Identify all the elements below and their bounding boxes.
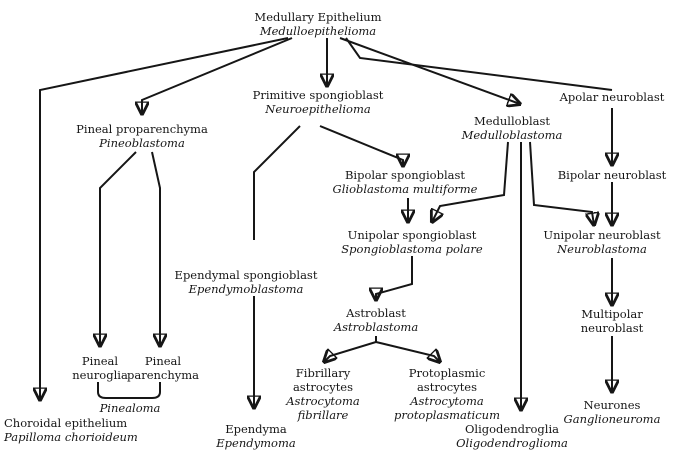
tumor-label: Oligodendroglioma bbox=[456, 436, 568, 450]
tumor-label: Spongioblastoma polare bbox=[341, 242, 483, 256]
node-neurones: Neurones Ganglioneuroma bbox=[564, 398, 661, 426]
cell-label: astrocytes bbox=[292, 380, 354, 394]
node-apolar-neuroblast: Apolar neuroblast bbox=[560, 90, 665, 104]
cell-label: neuroblast bbox=[580, 321, 644, 335]
tumor-label: Ependymoblastoma bbox=[188, 282, 304, 296]
arrow-astroblast-to-protoplasmic bbox=[375, 341, 440, 362]
node-choroidal-epithelium: Choroidal epithelium Papilloma chorioide… bbox=[4, 416, 138, 444]
arrow-medulloblast-to-unipolar-neuro bbox=[529, 141, 594, 225]
tumor-label: Medulloblastoma bbox=[461, 128, 563, 142]
cell-label: Protoplasmic bbox=[408, 366, 486, 380]
arrow-unipolar-spongio-to-astroblast bbox=[376, 256, 413, 300]
node-bipolar-neuroblast: Bipolar neuroblast bbox=[558, 168, 667, 182]
tumor-label: Neuroblastoma bbox=[557, 242, 647, 256]
cell-label: Pineal bbox=[81, 354, 119, 368]
cell-label: Ependyma bbox=[225, 422, 287, 436]
node-astroblast: Astroblast Astroblastoma bbox=[334, 306, 418, 334]
tumor-label: protoplasmaticum bbox=[394, 408, 500, 422]
cell-label: Choroidal epithelium bbox=[4, 416, 128, 430]
cell-label: Unipolar neuroblast bbox=[543, 228, 661, 242]
tumor-label: Ependymoma bbox=[216, 436, 296, 450]
tumor-label: Pineoblastoma bbox=[99, 136, 185, 150]
cell-label: Bipolar neuroblast bbox=[557, 168, 667, 182]
arrow-pineal-prop-to-neuroglia bbox=[100, 151, 137, 346]
cell-label: Neurones bbox=[583, 398, 641, 412]
tumor-label: Glioblastoma multiforme bbox=[332, 182, 478, 196]
cell-label: Bipolar spongioblast bbox=[344, 168, 466, 182]
cell-label: Unipolar spongioblast bbox=[347, 228, 477, 242]
cell-label: Medulloblast bbox=[473, 114, 551, 128]
arrow-medullary-to-medulloblast bbox=[339, 37, 520, 104]
tumor-label: Astrocytoma bbox=[286, 394, 360, 408]
cell-label: Multipolar bbox=[581, 307, 643, 321]
tumor-label: Papilloma chorioideum bbox=[4, 430, 138, 444]
node-pineal-parenchyma: Pineal parenchyma bbox=[127, 354, 199, 382]
arrow-medullary-to-apolar bbox=[345, 37, 613, 91]
node-ependyma: Ependyma Ependymoma bbox=[216, 422, 295, 450]
cell-label: Primitive spongioblast bbox=[252, 88, 384, 102]
node-primitive-spongioblast: Primitive spongioblast Neuroepithelioma bbox=[253, 88, 384, 116]
tumor-label: fibrillare bbox=[297, 408, 349, 422]
node-fibrillary-astrocytes: Fibrillary astrocytes Astrocytoma fibril… bbox=[286, 366, 360, 422]
tumor-label: Ganglioneuroma bbox=[563, 412, 661, 426]
arrow-pineal-prop-to-parenchyma bbox=[151, 151, 160, 346]
node-medullary-epithelium: Medullary Epithelium Medulloepithelioma bbox=[254, 10, 381, 38]
cell-label: Medullary Epithelium bbox=[254, 10, 382, 24]
cell-label: parenchyma bbox=[126, 368, 200, 382]
node-multipolar-neuroblast: Multipolar neuroblast bbox=[581, 307, 643, 335]
tumor-label: Astroblastoma bbox=[333, 320, 419, 334]
node-medulloblast: Medulloblast Medulloblastoma bbox=[462, 114, 563, 142]
cell-label: Apolar neuroblast bbox=[559, 90, 665, 104]
cell-label: Astroblast bbox=[346, 306, 406, 320]
node-bipolar-spongioblast: Bipolar spongioblast Glioblastoma multif… bbox=[333, 168, 478, 196]
node-unipolar-spongioblast: Unipolar spongioblast Spongioblastoma po… bbox=[341, 228, 482, 256]
cell-label: Pineal proparenchyma bbox=[76, 122, 208, 136]
arrow-primitive-to-ependymal bbox=[253, 125, 301, 240]
node-pineal-proparenchyma: Pineal proparenchyma Pineoblastoma bbox=[76, 122, 208, 150]
tumor-label: Neuroepithelioma bbox=[265, 102, 371, 116]
tumor-label: Astrocytoma bbox=[410, 394, 484, 408]
node-pineal-neuroglia: Pineal neuroglia bbox=[72, 354, 128, 382]
arrow-medulloblast-to-unipolar-spongio bbox=[432, 141, 509, 222]
arrow-primitive-to-bipolar-spongio bbox=[319, 125, 403, 166]
node-oligodendroglia: Oligodendroglia Oligodendroglioma bbox=[456, 422, 568, 450]
cell-label: Ependymal spongioblast bbox=[174, 268, 318, 282]
cell-label: Pineal bbox=[144, 354, 182, 368]
arrow-medullary-to-pineal-prop bbox=[142, 37, 293, 114]
cell-label: astrocytes bbox=[416, 380, 478, 394]
pinealoma-bracket bbox=[97, 382, 161, 399]
tumor-label: Pinealoma bbox=[99, 401, 161, 415]
cell-label: Oligodendroglia bbox=[464, 422, 559, 436]
node-unipolar-neuroblast: Unipolar neuroblast Neuroblastoma bbox=[543, 228, 660, 256]
node-pinealoma: Pinealoma bbox=[100, 401, 161, 415]
tumor-label: Medulloepithelioma bbox=[259, 24, 377, 38]
node-protoplasmic-astrocytes: Protoplasmic astrocytes Astrocytoma prot… bbox=[394, 366, 500, 422]
cell-label: Fibrillary bbox=[295, 366, 351, 380]
arrow-astroblast-to-fibrillary bbox=[324, 336, 377, 362]
node-ependymal-spongioblast: Ependymal spongioblast Ependymoblastoma bbox=[175, 268, 318, 296]
cell-label: neuroglia bbox=[72, 368, 128, 382]
arrow-medullary-to-choroidal bbox=[40, 37, 289, 400]
